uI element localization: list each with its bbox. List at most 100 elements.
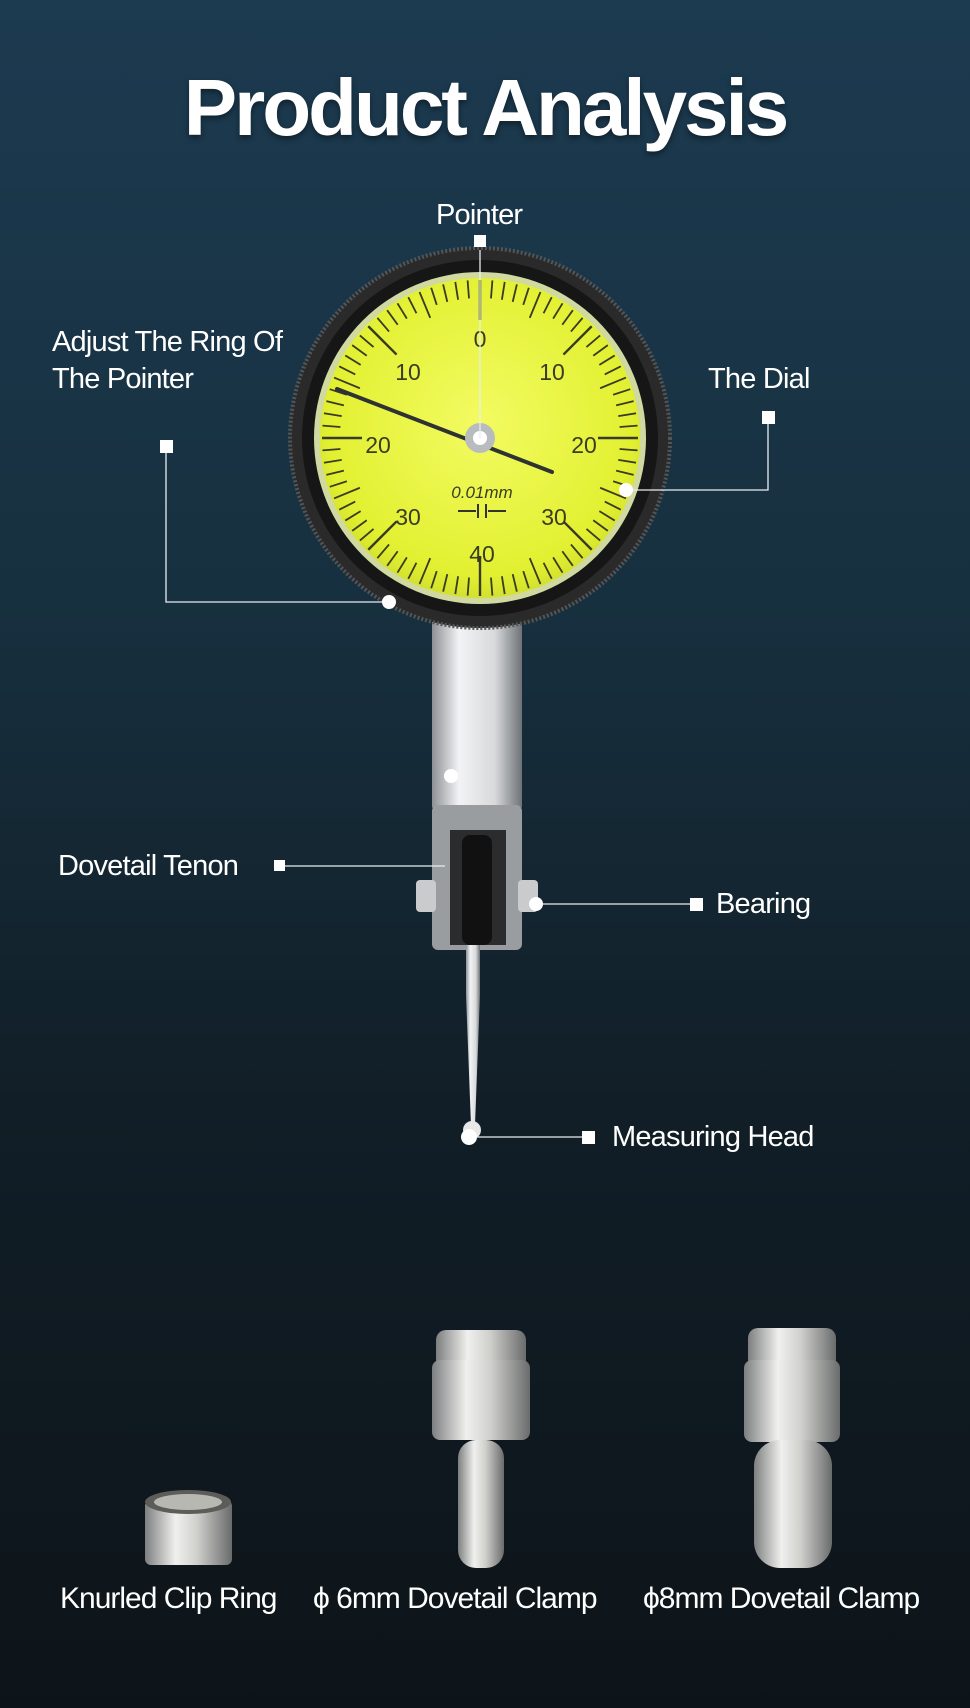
callout-adjust-ring-line1: Adjust The Ring Of [52, 326, 283, 358]
dial-tick [442, 284, 449, 303]
dovetail-clamp-8mm-image [744, 1328, 840, 1568]
callout-markers [160, 235, 775, 1145]
dial-tick [598, 354, 616, 366]
dial-tick [376, 317, 390, 333]
dial-ticks [322, 280, 638, 596]
dial-tick [570, 317, 584, 333]
callout-adjust-ring-line2: The Pointer [52, 363, 194, 395]
accessory-label-8mm-clamp: ϕ8mm Dovetail Clamp [643, 1582, 920, 1615]
dial-tick [454, 281, 459, 300]
dial-tick [619, 424, 638, 428]
dial-tick [333, 376, 361, 390]
dial-tick [430, 570, 438, 589]
dial-tick [407, 562, 418, 580]
dial-tick [511, 284, 518, 303]
dial-tick [367, 325, 398, 356]
callout-bearing: Bearing [716, 888, 811, 920]
dial-tick [618, 459, 637, 464]
dial-tick [333, 486, 361, 500]
dial-unit: 0.01mm [451, 483, 512, 502]
dovetail-clamp-6mm-image [432, 1330, 530, 1568]
dial-tick [326, 469, 345, 476]
dial-tick [466, 577, 470, 596]
dial-tick [561, 550, 574, 567]
dial-tick [570, 543, 584, 559]
dial-tick [322, 424, 341, 428]
dial-tick [344, 354, 362, 366]
dial-tick [323, 412, 342, 417]
dial-tick [528, 291, 542, 319]
dial-tick [619, 448, 638, 452]
dial-tick [386, 550, 399, 567]
knurled-clip-ring-image [145, 1490, 232, 1565]
dial-tick [501, 576, 506, 595]
dial-tick [430, 287, 438, 306]
dial-tick [396, 556, 408, 574]
dial-number: 20 [365, 432, 391, 458]
dial-tick [585, 528, 601, 542]
dial-tick [351, 519, 368, 532]
dial-tick [501, 281, 506, 300]
dial-tick [615, 469, 634, 476]
dial-tick [598, 510, 616, 522]
resolution-arrows-icon [458, 504, 506, 518]
dial-number: 30 [541, 504, 567, 530]
callout-measuring-head: Measuring Head [612, 1121, 814, 1153]
callout-lines [165, 250, 769, 1138]
dial-tick [618, 412, 637, 417]
dial-tick [376, 543, 390, 559]
accessory-label-6mm-clamp: ϕ 6mm Dovetail Clamp [313, 1582, 598, 1615]
dial-tick [604, 365, 622, 376]
dial-tick [359, 528, 375, 542]
dial-tick [407, 296, 418, 314]
dial-tick [418, 291, 432, 319]
dial-tick [322, 448, 341, 452]
callout-pointer: Pointer [436, 199, 523, 231]
dial-tick [599, 376, 627, 390]
dial-tick [329, 480, 348, 488]
dial-pointer [335, 387, 554, 474]
indicator-body [416, 610, 538, 1139]
dial-tick [326, 400, 345, 407]
dial-tick [338, 365, 356, 376]
dial-number: 10 [539, 359, 565, 385]
dial-tick [599, 486, 627, 500]
dial-tick [442, 573, 449, 592]
dial-tick [552, 556, 564, 574]
dial-tick [490, 577, 494, 596]
dial-tick [585, 334, 601, 348]
dial-tick [323, 459, 342, 464]
dial-number: 30 [395, 504, 421, 530]
dial-tick [542, 296, 553, 314]
dial-tick [386, 309, 399, 326]
dial-tick [367, 520, 398, 551]
dial-tick [454, 576, 459, 595]
dial-tick [592, 519, 609, 532]
callout-dovetail-tenon: Dovetail Tenon [58, 850, 239, 882]
dial-tick [552, 302, 564, 320]
dial-tick [604, 500, 622, 511]
dial-tick [522, 287, 530, 306]
dial-tick [522, 570, 530, 589]
dial-number: 40 [469, 541, 495, 567]
dial-tick [490, 280, 494, 299]
dial-tick [359, 334, 375, 348]
dial-tick [562, 520, 593, 551]
dial-tick [396, 302, 408, 320]
accessory-label-clip-ring: Knurled Clip Ring [60, 1582, 277, 1615]
dial-tick [561, 309, 574, 326]
dial-tick [592, 344, 609, 357]
dial-tick [344, 510, 362, 522]
dial-number: 20 [571, 432, 597, 458]
dial-tick [418, 557, 432, 585]
dial-tick [615, 400, 634, 407]
callout-dial: The Dial [708, 363, 810, 395]
dial-tick [466, 280, 470, 299]
dial-tick [612, 388, 631, 396]
dial-tick [562, 325, 593, 356]
dial-tick [511, 573, 518, 592]
dial-tick [528, 557, 542, 585]
dial-tick [338, 500, 356, 511]
page-title: Product Analysis [183, 63, 790, 152]
